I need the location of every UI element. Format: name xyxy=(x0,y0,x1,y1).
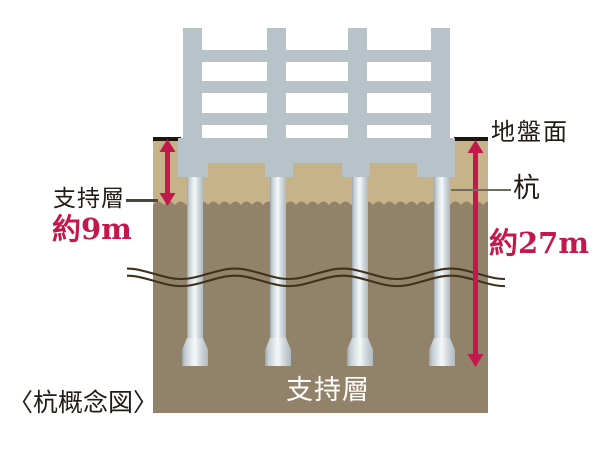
label-ground-surface: 地盤面 xyxy=(491,118,569,146)
pile-shaft xyxy=(434,177,450,339)
arrowhead-up-icon xyxy=(467,140,484,153)
building-beam xyxy=(183,113,450,125)
pile-tip xyxy=(182,338,208,366)
wave-line-bottom xyxy=(127,274,505,288)
label-depth-27m: 約27m xyxy=(489,226,590,260)
pile-cap xyxy=(417,163,455,177)
soil-break-wave-lines xyxy=(127,267,505,288)
pile-tip xyxy=(265,338,291,366)
pile-tip xyxy=(429,338,455,366)
pile-shaft xyxy=(187,177,203,339)
pile-shaft xyxy=(352,177,368,339)
label-connector-line xyxy=(126,199,158,202)
label-support-layer-bottom: 支持層 xyxy=(286,375,370,406)
arrowhead-up-icon xyxy=(159,139,176,152)
ground-surface-line xyxy=(153,137,181,141)
soil-support-layer xyxy=(153,205,488,413)
label-support-layer-side: 支持層 xyxy=(53,186,125,212)
pile-cap xyxy=(178,163,208,177)
building-beam xyxy=(183,81,450,93)
pile-cap xyxy=(342,163,370,177)
figure-caption: 〈杭概念図〉 xyxy=(8,388,159,417)
arrowhead-down-icon xyxy=(159,193,176,206)
pile-tip xyxy=(347,338,373,366)
soil-boundary-scallop xyxy=(153,201,488,205)
foundation-slab xyxy=(178,138,455,163)
arrowhead-down-icon xyxy=(467,354,484,367)
label-connector-line xyxy=(451,189,511,191)
label-depth-9m: 約9m xyxy=(52,212,132,246)
wave-line-top xyxy=(127,267,505,281)
pile-cap xyxy=(265,163,293,177)
depth-arrow-27m xyxy=(467,140,484,367)
depth-arrow-9m xyxy=(159,139,176,206)
label-pile: 杭 xyxy=(513,173,540,204)
scallop-path xyxy=(153,201,488,205)
building-beam xyxy=(183,50,450,62)
ground-surface-line xyxy=(454,137,488,141)
pile-shaft xyxy=(270,177,286,339)
